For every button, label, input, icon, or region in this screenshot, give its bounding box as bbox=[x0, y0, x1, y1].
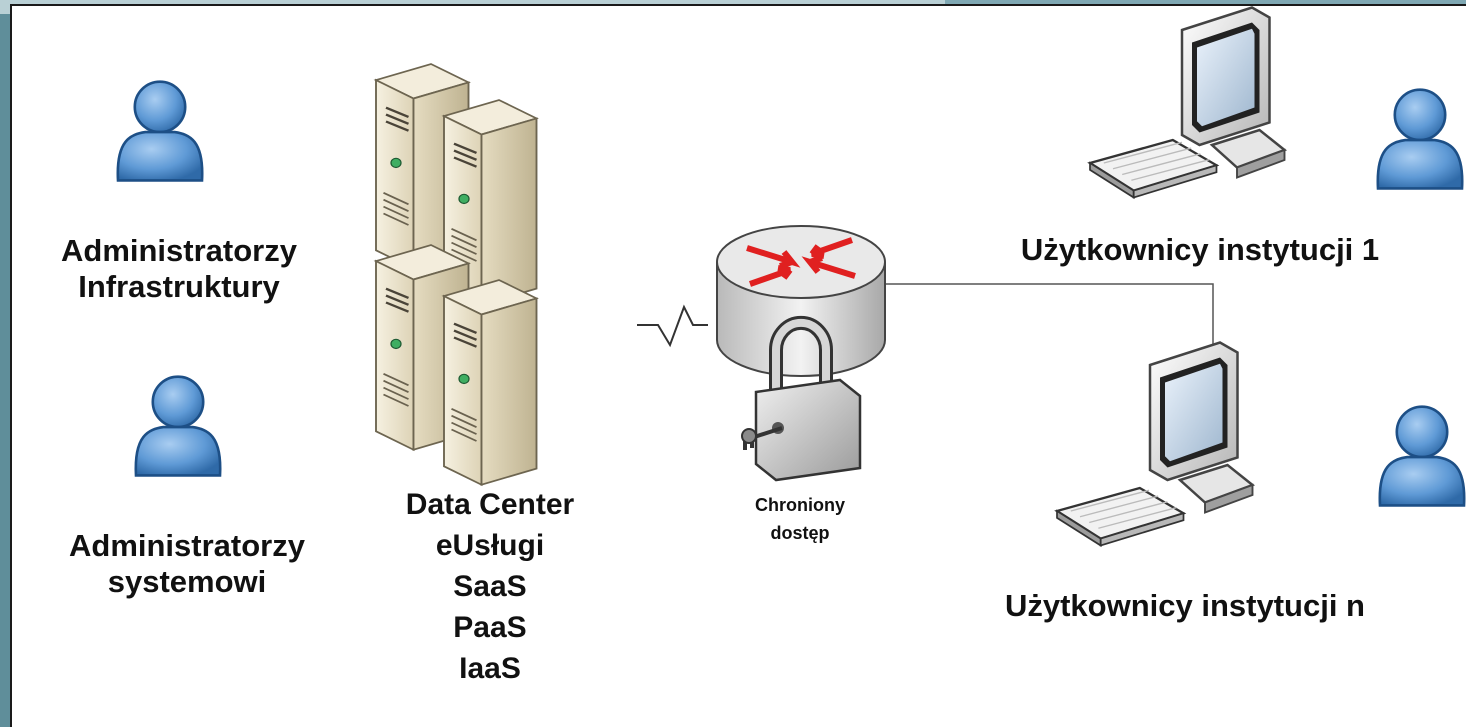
person-icon-infra bbox=[116, 80, 204, 182]
label-admin-system: Administratorzy systemowi bbox=[12, 528, 362, 600]
label-datacenter-line: eUsługi bbox=[435, 529, 545, 562]
label-admin-infra: Administratorzy Infrastruktury bbox=[4, 233, 354, 305]
label-datacenter-line: Data Center bbox=[405, 488, 575, 521]
person-icon-users-1 bbox=[1376, 88, 1464, 190]
label-protected-access: Chroniony dostęp bbox=[720, 491, 880, 547]
label-admin-infra-line2: Infrastruktury bbox=[78, 269, 280, 304]
label-datacenter: Data Center eUsługi SaaS PaaS IaaS bbox=[350, 484, 630, 689]
person-icon-system bbox=[134, 375, 222, 477]
keyboard-icon-n bbox=[1055, 486, 1185, 547]
wan-link-zigzag-icon bbox=[637, 304, 708, 348]
label-users-n: Użytkownicy instytucji n bbox=[1004, 588, 1365, 623]
label-protected-line2: dostęp bbox=[770, 523, 830, 543]
label-admin-infra-line1: Administratorzy bbox=[61, 233, 297, 268]
computer-monitor-icon-1 bbox=[1180, 6, 1286, 179]
keyboard-icon-1 bbox=[1088, 138, 1218, 199]
label-users-1: Użytkownicy instytucji 1 bbox=[1020, 232, 1380, 267]
router-icon bbox=[716, 225, 886, 377]
label-admin-system-line1: Administratorzy bbox=[69, 528, 305, 563]
server-tower-icon-front-bottom bbox=[442, 278, 538, 486]
computer-monitor-icon-n bbox=[1148, 341, 1254, 514]
label-protected-line1: Chroniony bbox=[755, 495, 845, 515]
person-icon-users-n bbox=[1378, 405, 1466, 507]
label-admin-system-line2: systemowi bbox=[107, 564, 267, 599]
label-datacenter-line: SaaS bbox=[453, 570, 527, 603]
label-datacenter-line: PaaS bbox=[453, 611, 527, 644]
label-datacenter-line: IaaS bbox=[459, 652, 521, 685]
padlock-icon bbox=[741, 315, 862, 482]
